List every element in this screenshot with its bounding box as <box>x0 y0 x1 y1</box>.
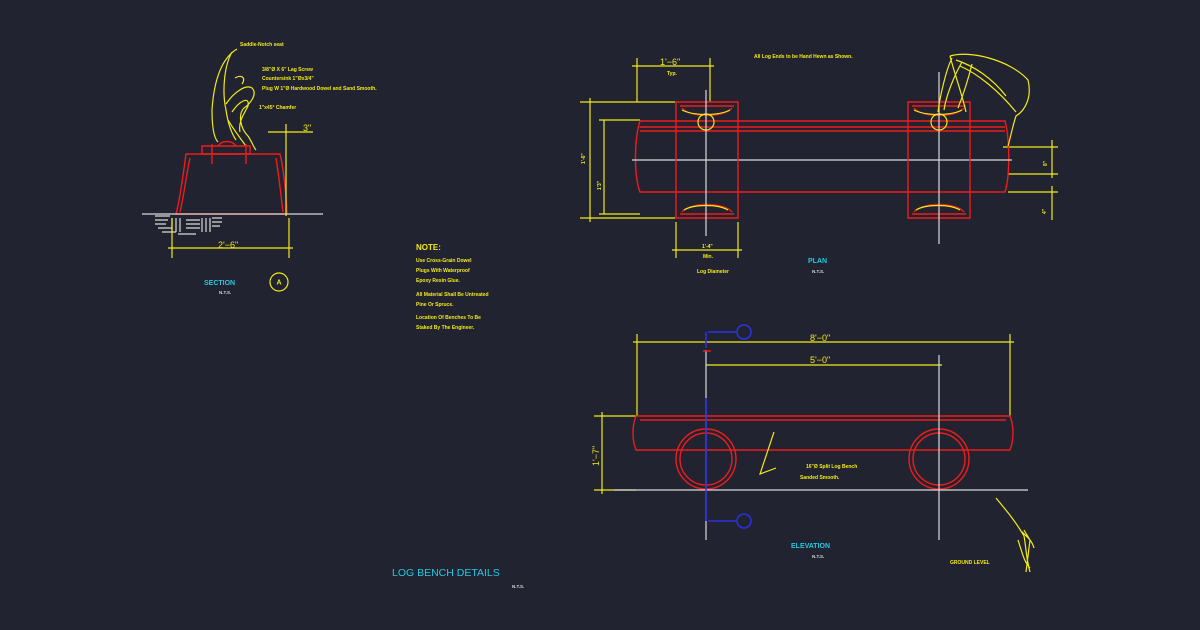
section-log-grain <box>179 140 284 213</box>
section-dim-3 <box>268 124 313 216</box>
elev-section-cut-bottom-circle <box>736 513 752 529</box>
elev-dim-1-7-label: 1'−7" <box>591 446 601 466</box>
note-line-7: Staked By The Engineer. <box>416 325 475 331</box>
plan-right-hewn <box>913 109 963 211</box>
plan-dim-1-4 <box>672 222 742 258</box>
elev-label: ELEVATION <box>791 543 830 550</box>
plan-right-bottom: 4" <box>1042 208 1048 214</box>
elev-ground-level: GROUND LEVEL <box>950 560 990 566</box>
elev-dim-8-0 <box>633 334 1014 416</box>
note-heading: NOTE: <box>416 243 441 252</box>
plan-scale: N.T.S. <box>812 269 824 274</box>
plan-dim-right <box>1003 140 1058 220</box>
note-line-3: Epoxy Resin Glue. <box>416 278 461 284</box>
plan-left-inner: 1'3" <box>597 180 603 190</box>
plan-main-log-edges <box>640 126 1005 132</box>
plan-main-log <box>634 120 1010 193</box>
plan-view: All Log Ends to be Hand Hewn as Shown. 1… <box>580 53 1058 275</box>
section-dim-3-label: 3" <box>303 123 311 133</box>
note-line-4: All Material Shall Be Untreated <box>416 292 489 298</box>
elev-scale: N.T.S. <box>812 554 824 559</box>
elev-dim-5-0-label: 5'−0" <box>810 355 830 365</box>
section-log <box>175 153 288 215</box>
plan-min: Min. <box>703 254 714 260</box>
plan-dim-1-6 <box>632 58 714 102</box>
plan-left-outer: 1'-6" <box>581 153 587 164</box>
elev-bench-note-1: 16"Ø Split Log Bench <box>806 464 857 470</box>
section-ground-hatch <box>155 215 222 235</box>
note-line-2: Plugs With Waterproof <box>416 268 470 274</box>
plan-dim-1-6-label: 1'−6" <box>660 57 680 67</box>
elev-hand-sketch <box>995 497 1035 573</box>
section-label: SECTION <box>204 280 235 287</box>
drawing-title-scale: N.T.S. <box>512 584 524 589</box>
section-marker-letter: A <box>277 280 282 287</box>
note-line-1: Use Cross-Grain Dowel <box>416 258 472 264</box>
plan-dim-left <box>580 98 675 222</box>
elev-bench-log <box>632 415 1014 451</box>
plan-right-top: 8" <box>1043 160 1049 166</box>
plan-label: PLAN <box>808 258 827 265</box>
elev-section-cut-top-circle <box>736 324 752 340</box>
plan-dim-1-4-label: 1'-4" <box>702 244 713 250</box>
elev-bench-note-2: Sanded Smooth. <box>800 475 840 481</box>
section-note-countersink: Countersink 1"Øx3/4" <box>262 76 314 82</box>
section-note-lag: 3/8"Ø X 6" Lag Screw <box>262 67 313 73</box>
elev-dim-8-0-label: 8'−0" <box>810 333 830 343</box>
elev-leader <box>759 431 777 476</box>
elev-section-cut-top <box>705 331 736 348</box>
section-arm-sketch <box>211 48 257 151</box>
section-detail: Saddle-Notch seat 3/8"Ø X 6" Lag Screw C… <box>142 42 377 295</box>
elevation-view: 8'−0" 5'−0" 1'−7" 16"Ø Split Log Bench S… <box>591 324 1035 573</box>
note-line-6: Location Of Benches To Be <box>416 315 481 321</box>
plan-hand-sketch <box>937 53 1030 147</box>
section-dim-2-6-label: 2'−6" <box>218 240 238 250</box>
section-dim-2-6 <box>168 218 293 258</box>
section-marker-circle <box>269 272 289 292</box>
plan-typ: Typ. <box>667 71 678 77</box>
plan-top-note: All Log Ends to be Hand Hewn as Shown. <box>754 54 853 60</box>
elev-section-cut-bottom <box>705 398 736 522</box>
note-block: NOTE: Use Cross-Grain Dowel Plugs With W… <box>416 243 489 331</box>
plan-left-support <box>675 101 739 219</box>
section-scale: N.T.S. <box>219 290 231 295</box>
drawing-title: LOG BENCH DETAILS <box>392 567 500 579</box>
plan-log-diameter: Log Diameter <box>697 269 729 275</box>
note-line-5: Pine Or Spruce. <box>416 302 454 308</box>
section-note-saddle: Saddle-Notch seat <box>240 42 284 48</box>
section-note-chamfer: 1"x45° Chamfer <box>259 105 296 111</box>
section-note-plug: Plug W 1"Ø Hardwood Dowel and Sand Smoot… <box>262 86 377 92</box>
